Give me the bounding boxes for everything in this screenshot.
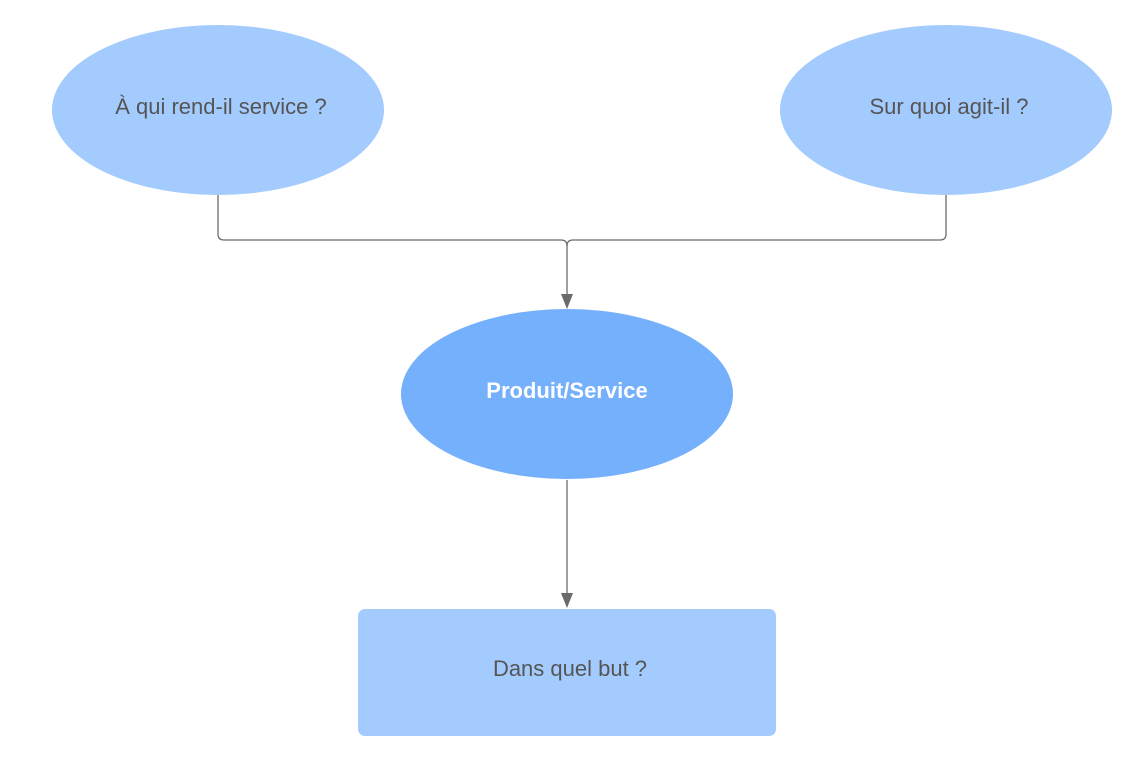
- connectors: [217, 195, 947, 608]
- node-who[interactable]: À qui rend-il service ?: [52, 25, 384, 195]
- node-what-shape: [780, 25, 1112, 195]
- node-what-label: Sur quoi agit-il ?: [870, 94, 1029, 119]
- arrowhead-into-product: [561, 294, 573, 309]
- node-who-shape: [52, 25, 384, 195]
- node-who-label: À qui rend-il service ?: [115, 94, 327, 119]
- node-product-shape: [401, 309, 733, 479]
- node-product-label: Produit/Service: [486, 378, 647, 403]
- node-purpose[interactable]: Dans quel but ?: [358, 609, 776, 736]
- node-purpose-shape: [358, 609, 776, 736]
- node-purpose-label: Dans quel but ?: [493, 656, 647, 681]
- edge-what-to-product: [566, 195, 947, 247]
- node-product[interactable]: Produit/Service: [401, 309, 733, 479]
- arrowhead-into-purpose: [561, 593, 573, 608]
- edge-who-to-product: [217, 195, 568, 296]
- node-what[interactable]: Sur quoi agit-il ?: [780, 25, 1112, 195]
